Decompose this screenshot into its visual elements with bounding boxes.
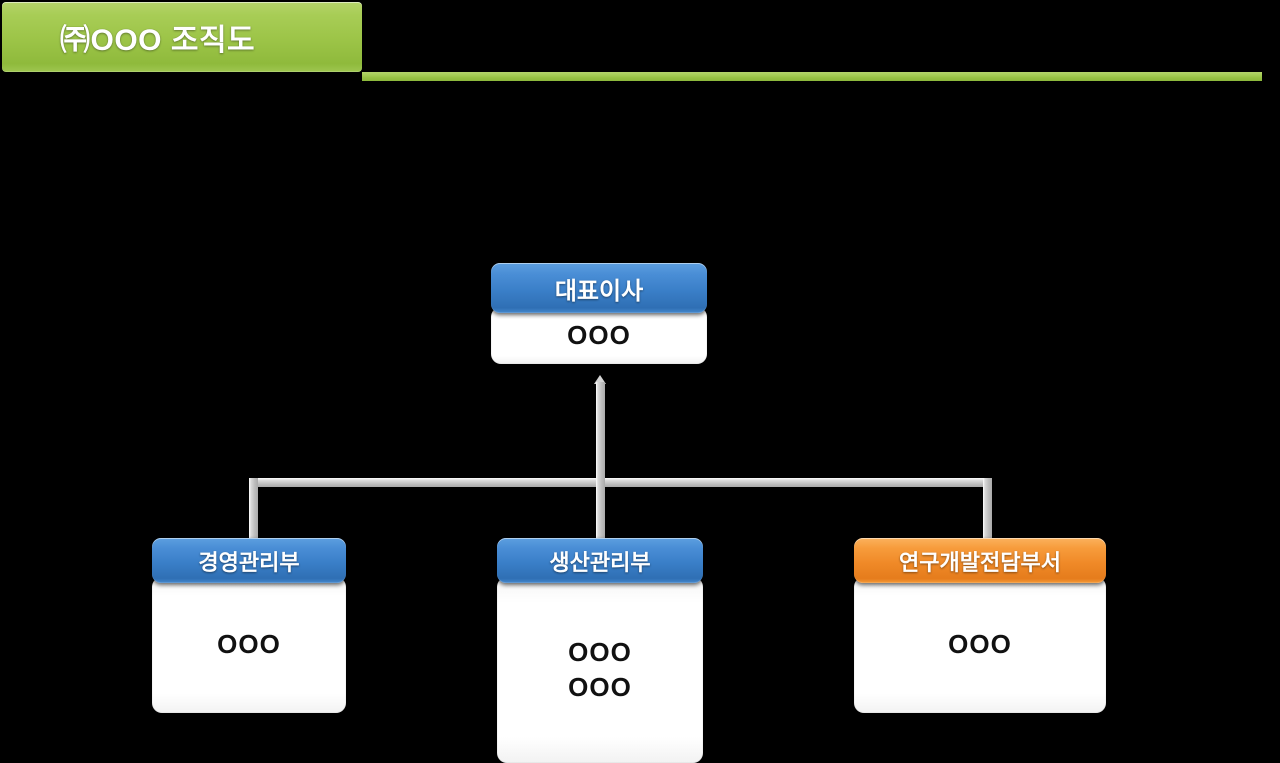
- connector-horizontal-bus: [249, 478, 992, 487]
- org-node-management-member: OOO: [217, 629, 281, 660]
- org-node-rnd-body: OOO: [854, 577, 1106, 713]
- connector-drop-left: [249, 478, 258, 544]
- org-node-management[interactable]: 경영관리부 OOO: [152, 538, 346, 713]
- org-node-management-header[interactable]: 경영관리부: [152, 538, 346, 583]
- org-node-production-member: OOO: [568, 672, 632, 702]
- connector-drop-middle: [596, 478, 605, 544]
- org-node-management-body: OOO: [152, 577, 346, 713]
- title-banner: ㈜OOO 조직도: [2, 2, 362, 72]
- org-node-production[interactable]: 생산관리부 OOO OOO: [497, 538, 703, 763]
- org-node-management-title: 경영관리부: [198, 549, 300, 575]
- org-node-rnd-member: OOO: [948, 629, 1012, 660]
- org-node-root-title: 대표이사: [554, 277, 644, 305]
- connector-trunk-vertical: [596, 382, 605, 483]
- org-node-production-header[interactable]: 생산관리부: [497, 538, 703, 583]
- org-node-production-body: OOO OOO: [497, 577, 703, 763]
- org-node-root-header[interactable]: 대표이사: [491, 263, 707, 313]
- org-node-production-member: OOO: [568, 636, 632, 667]
- org-node-rnd-header[interactable]: 연구개발전담부서: [854, 538, 1106, 583]
- org-node-root-member: OOO: [567, 319, 631, 350]
- org-node-rnd-title: 연구개발전담부서: [899, 549, 1061, 575]
- org-node-rnd[interactable]: 연구개발전담부서 OOO: [854, 538, 1106, 713]
- org-node-root-body: OOO: [491, 307, 707, 364]
- connector-arrow-up-icon: [594, 375, 606, 384]
- header-divider-rule: [362, 72, 1262, 81]
- org-node-production-title: 생산관리부: [549, 549, 651, 575]
- page-title: ㈜OOO 조직도: [60, 24, 256, 57]
- org-node-root[interactable]: 대표이사 OOO: [491, 263, 707, 364]
- connector-drop-right: [983, 478, 992, 544]
